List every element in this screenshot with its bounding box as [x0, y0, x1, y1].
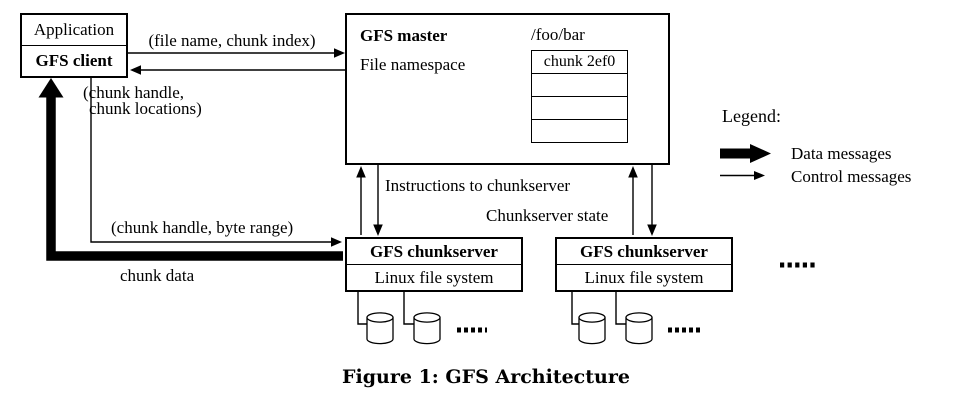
master-left-chunkserver-arrows: [356, 165, 383, 236]
reply-message-label-line2: chunk locations): [89, 99, 202, 118]
chunkserver-box-left: GFS chunkserver Linux file system: [345, 237, 523, 292]
master-title: GFS master: [360, 26, 448, 45]
gfs-client-label: GFS client: [22, 45, 126, 76]
master-box: GFS master File namespace /foo/bar chunk…: [345, 13, 670, 165]
foo-bar-path-label: /foo/bar: [531, 25, 585, 44]
legend-data-messages-label: Data messages: [791, 144, 892, 163]
figure-caption: Figure 1: GFS Architecture: [342, 366, 630, 388]
chunkserver-box-right: GFS chunkserver Linux file system: [555, 237, 733, 292]
request-message-label: (file name, chunk index): [148, 31, 316, 50]
chunk-table-row: [532, 96, 627, 119]
chunk-data-label: chunk data: [120, 266, 195, 285]
chunk-data-arrow: [38, 78, 343, 261]
linux-fs-label: Linux file system: [557, 264, 731, 290]
disk-icon: [366, 312, 394, 345]
linux-fs-label: Linux file system: [347, 264, 521, 290]
legend-title: Legend:: [722, 106, 781, 126]
disk-icon: [578, 312, 606, 345]
legend-control-arrow-icon: [720, 171, 765, 180]
chunk-table-row: chunk 2ef0: [543, 53, 616, 70]
disk-connector-lines: [357, 291, 627, 325]
reply-arrow: [130, 65, 345, 75]
file-namespace-label: File namespace: [360, 55, 466, 74]
legend-control-messages-label: Control messages: [791, 167, 912, 186]
chunkserver-title: GFS chunkserver: [370, 241, 498, 261]
chunk-table: chunk 2ef0: [531, 50, 628, 143]
reply-message-label-line1: (chunk handle,: [83, 83, 185, 102]
read-request-label: (chunk handle, byte range): [111, 218, 294, 237]
client-box: Application GFS client: [20, 13, 128, 78]
application-label: Application: [33, 20, 115, 39]
read-request-arrow: [90, 78, 342, 247]
request-arrow: [128, 48, 345, 58]
chunk-table-row: [532, 119, 627, 142]
chunkserver-state-label: Chunkserver state: [486, 206, 609, 225]
chunkserver-title: GFS chunkserver: [580, 241, 708, 261]
chunk-table-row: [532, 73, 627, 96]
legend-data-arrow-icon: [720, 144, 771, 163]
instructions-label: Instructions to chunkserver: [385, 176, 571, 195]
disk-icon: [625, 312, 653, 345]
disk-icon: [413, 312, 441, 345]
master-right-chunkserver-arrows: [628, 165, 657, 236]
